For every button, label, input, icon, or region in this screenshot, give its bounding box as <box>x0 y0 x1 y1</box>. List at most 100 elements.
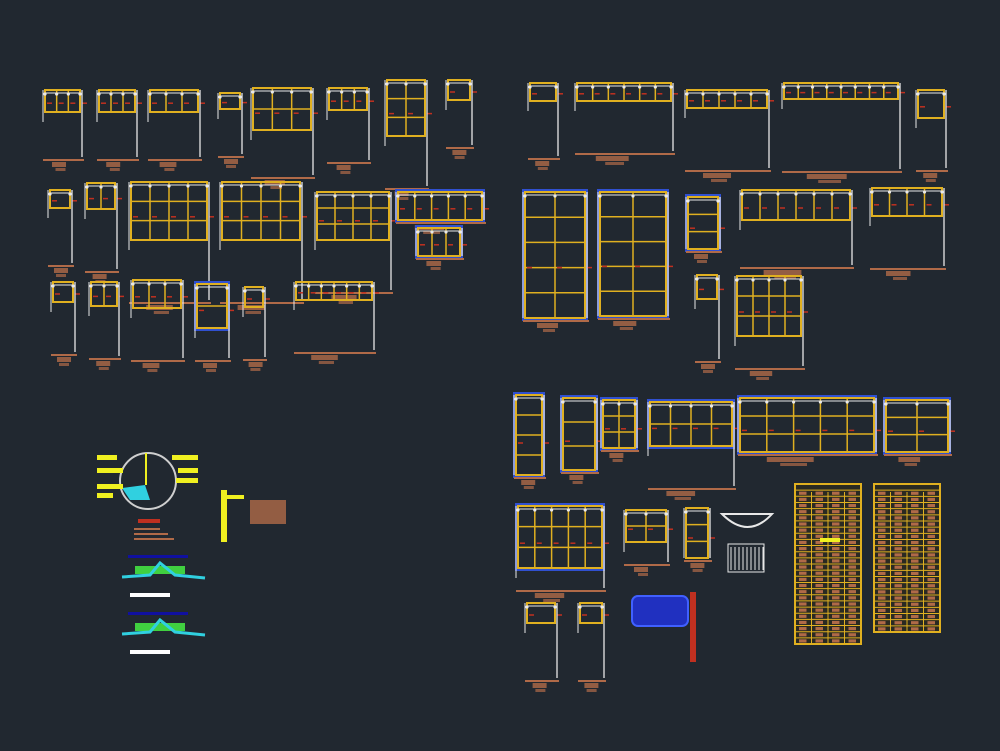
table-cell-text <box>832 583 840 588</box>
elevation-detail <box>147 89 205 171</box>
node-marker <box>66 92 70 96</box>
table-cell-text <box>832 596 840 600</box>
node-marker <box>782 85 786 89</box>
table-cell-text <box>927 491 935 495</box>
elevation-detail <box>527 82 563 170</box>
table-cell-text <box>848 571 856 575</box>
label-bar <box>340 171 351 174</box>
table-cell-text <box>848 583 856 588</box>
node-marker <box>205 184 209 188</box>
footing <box>634 567 648 572</box>
node-marker <box>749 92 753 96</box>
table-cell-text <box>799 540 807 545</box>
table-cell-text <box>894 510 902 514</box>
elevation-detail <box>684 89 774 182</box>
table-cell-text <box>832 639 840 643</box>
label-bar <box>153 311 169 314</box>
ground-line <box>315 292 393 294</box>
elevation-detail <box>577 602 609 692</box>
node-marker <box>290 90 294 94</box>
node-marker <box>540 397 544 401</box>
ground-line <box>738 454 878 456</box>
elevation-detail <box>574 82 678 165</box>
node-marker <box>715 277 719 281</box>
table-cell-text <box>878 565 886 569</box>
node-marker <box>333 194 337 198</box>
footing <box>569 475 584 480</box>
table-cell-text <box>815 559 823 563</box>
table-cell-text <box>832 540 840 545</box>
node-marker <box>730 404 734 408</box>
beam-frame <box>98 89 136 113</box>
node-marker <box>689 404 693 408</box>
table-cell-text <box>815 516 823 520</box>
table-cell-text <box>832 602 840 606</box>
table-cell-text <box>911 590 919 594</box>
table-cell-text <box>878 504 886 508</box>
table-cell-text <box>799 510 807 514</box>
table-cell-text <box>894 565 902 569</box>
beam-frame <box>149 89 199 113</box>
elevation-detail <box>42 89 87 171</box>
node-marker <box>352 90 356 94</box>
table-cell-text <box>799 503 807 508</box>
node-marker <box>327 90 331 94</box>
node-marker <box>550 508 554 512</box>
table-cell-text <box>878 491 886 495</box>
footing <box>701 364 715 369</box>
elevation-detail <box>739 189 857 279</box>
ground-line <box>528 158 560 160</box>
table-cell-text <box>927 541 935 545</box>
table-cell-text <box>894 559 902 563</box>
table-cell-text <box>911 608 919 612</box>
label-bar <box>586 689 597 692</box>
node-marker <box>270 90 274 94</box>
callout-label <box>176 478 198 483</box>
node-marker <box>617 402 621 406</box>
node-marker <box>48 192 52 196</box>
ground-line <box>97 159 139 161</box>
profile-top <box>128 555 188 558</box>
footing <box>766 457 814 462</box>
node-marker <box>243 289 247 293</box>
node-marker <box>164 92 168 96</box>
node-marker <box>51 284 55 288</box>
table-cell-text <box>878 615 886 619</box>
table-cell-text <box>815 602 823 606</box>
table-cell-text <box>832 547 840 551</box>
label-bar <box>338 301 353 304</box>
label-bar <box>147 369 158 372</box>
node-marker <box>370 284 374 288</box>
table-cell-text <box>815 534 823 538</box>
table-cell-text <box>848 553 856 557</box>
table-cell-text <box>799 547 807 551</box>
elevation-detail <box>194 281 234 372</box>
table-cell-text <box>878 547 886 551</box>
table-cell-text <box>927 522 935 526</box>
elevation-detail <box>293 281 379 364</box>
elevation-detail <box>685 194 725 263</box>
pipe-detail <box>221 490 227 542</box>
elevation-detail <box>250 87 318 189</box>
table-cell-text <box>832 491 840 495</box>
table-cell-text <box>894 608 902 612</box>
label-bar <box>98 367 109 370</box>
ground-line <box>578 680 606 682</box>
table-cell-text <box>927 621 935 625</box>
node-marker <box>220 184 224 188</box>
table-cell-text <box>799 522 807 526</box>
node-marker <box>830 192 834 196</box>
table-cell-text <box>815 565 823 569</box>
label-bar <box>612 459 623 462</box>
node-marker <box>668 404 673 408</box>
label-bar <box>703 370 713 373</box>
note-line <box>134 533 168 535</box>
profile-body <box>135 566 185 574</box>
table-cell-text <box>848 633 856 637</box>
elevation-details-group <box>42 79 955 692</box>
node-marker <box>758 192 762 196</box>
node-marker <box>109 92 113 96</box>
node-marker <box>259 184 263 188</box>
footing <box>57 357 71 362</box>
